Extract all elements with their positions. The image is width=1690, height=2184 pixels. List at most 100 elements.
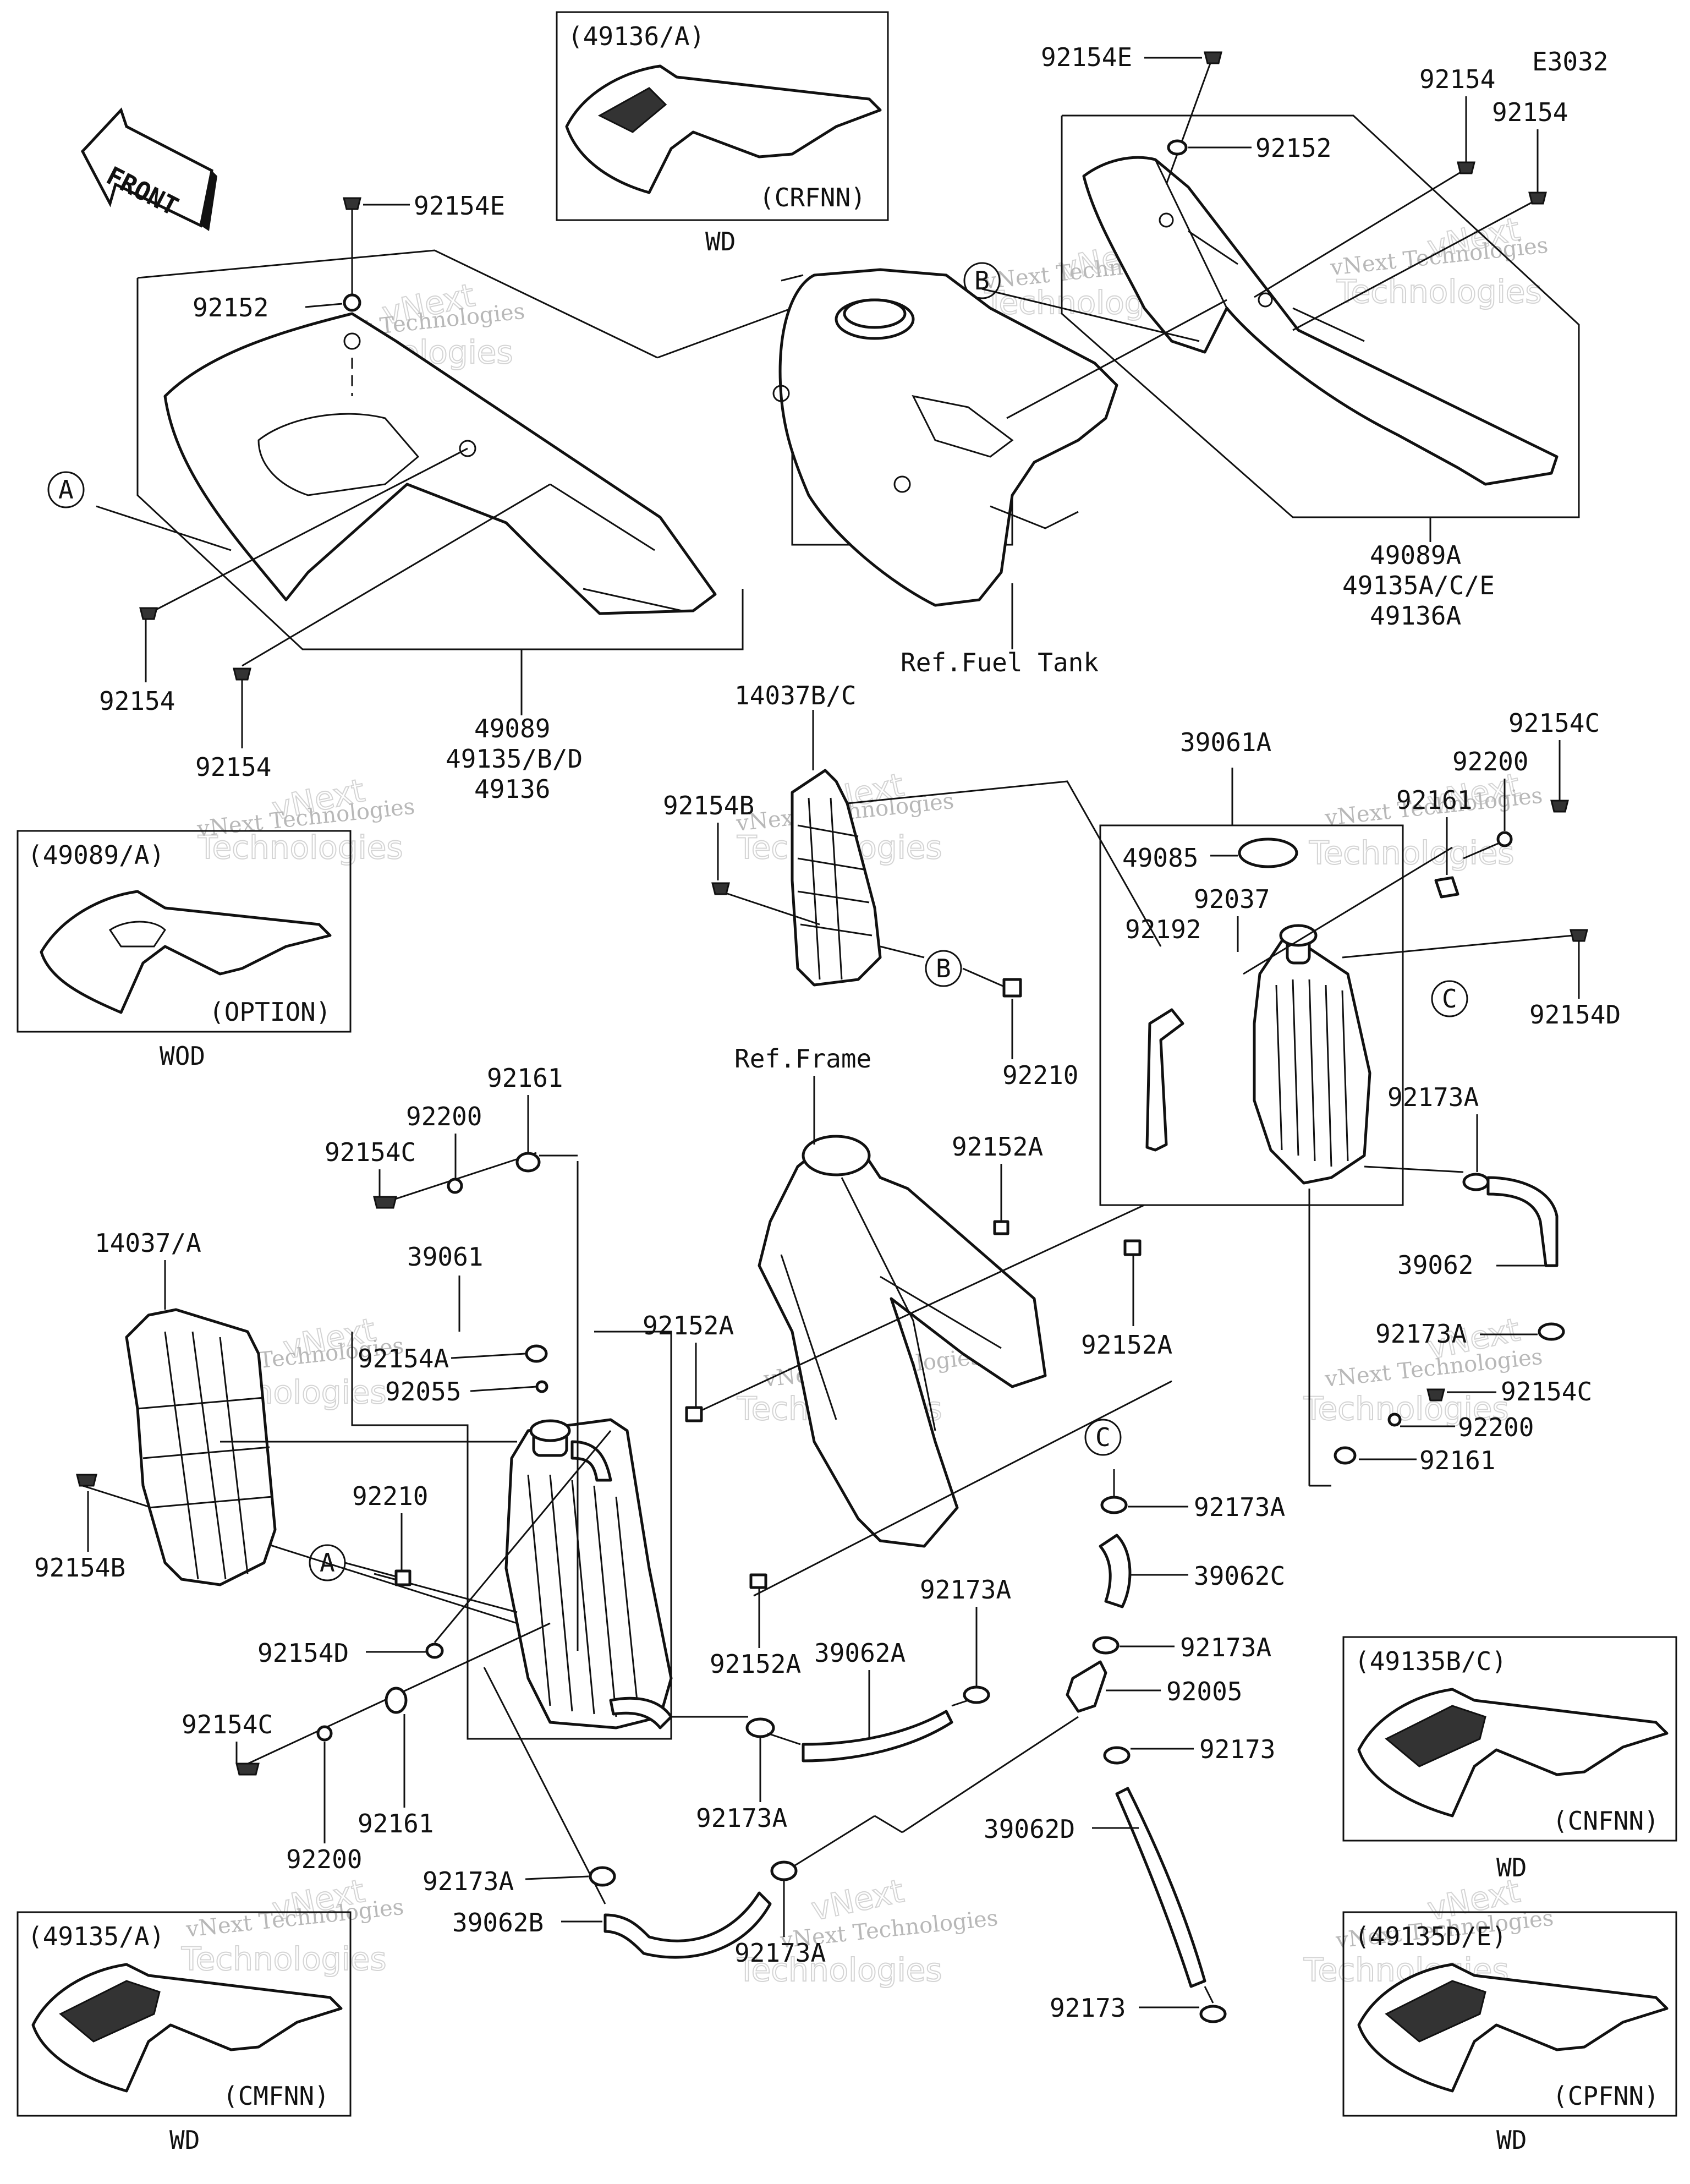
bolt-icon [235, 1762, 260, 1776]
rubber-seal-icon [525, 1344, 548, 1363]
part-label-92152a: 92152A [710, 1649, 801, 1679]
variant-name: (CNFNN) [1552, 1806, 1659, 1836]
hose-clamp-icon [1462, 1173, 1490, 1191]
callout-c [1431, 980, 1468, 1017]
part-label-39062a: 39062A [814, 1638, 906, 1668]
grommet-icon [1002, 978, 1022, 998]
variant-caption: WD [705, 227, 736, 256]
part-label-92200: 92200 [286, 1844, 362, 1874]
watermark-big: Technologies [1309, 834, 1515, 872]
part-label-92154E: 92154E [1041, 42, 1132, 72]
variant-code: (49135B/C) [1354, 1646, 1507, 1676]
variant-box-49089-a: (49089/A) (OPTION) WOD [17, 830, 352, 1071]
variant-box-49136-a: (49136/A) (CRFNN) WD [556, 11, 889, 256]
variant-code: (49135D/E) [1354, 1922, 1507, 1951]
part-label-92173a: 92173A [1180, 1633, 1271, 1662]
joint-pipe-icon [1066, 1660, 1107, 1713]
part-label-92152: 92152 [193, 293, 268, 322]
bolt-icon [1457, 161, 1475, 174]
part-label-92037: 92037 [1194, 884, 1270, 914]
grommet-icon [425, 1643, 444, 1659]
hose-clamp-icon [745, 1717, 775, 1738]
grommet-icon [993, 1220, 1009, 1235]
decal-graphic-icon [1385, 1980, 1486, 2043]
part-label-92154c: 92154C [1508, 708, 1600, 738]
diagram-code: E3032 [1532, 47, 1608, 76]
hose-clamp-icon [963, 1685, 990, 1704]
watermark-big: Technologies [197, 829, 403, 866]
part-label-49136: 49136 [474, 774, 550, 804]
hose-clamp-icon [1092, 1636, 1120, 1655]
bolt-icon [1570, 929, 1588, 942]
variant-box-49135b-c: (49135B/C) (CNFNN) WD [1342, 1636, 1677, 1882]
left-radiator-shroud [96, 197, 793, 681]
front-arrow-icon: FRONT [80, 107, 217, 231]
part-label-92161: 92161 [1396, 785, 1472, 815]
part-label-92152a: 92152A [643, 1311, 734, 1340]
part-label-92173a: 92173A [1375, 1319, 1467, 1349]
part-label-49136a: 49136A [1370, 601, 1461, 631]
part-label-92154b: 92154B [663, 791, 754, 820]
watermark-big: Technologies [737, 1951, 942, 1989]
part-label-92173a: 92173A [696, 1803, 787, 1833]
o-ring-icon [535, 1380, 548, 1393]
washer-icon [343, 293, 361, 312]
washer-icon [1496, 831, 1513, 847]
bolt-icon [1204, 51, 1222, 64]
radiator-cap-icon [1238, 838, 1298, 868]
variant-caption: WOD [160, 1041, 205, 1071]
radiator-cap-icon [1279, 924, 1318, 947]
overflow-hose-icon [1145, 1008, 1184, 1152]
hose-clamp-icon [1103, 1746, 1131, 1765]
ref-fuel-tank-label: Ref.Fuel Tank [901, 648, 1099, 677]
radiator-hose-icon [1486, 1176, 1559, 1267]
decal-graphic-icon [597, 87, 667, 133]
bolt-icon [1528, 191, 1547, 205]
part-label-92173a: 92173A [920, 1575, 1011, 1605]
part-label-92154d: 92154D [257, 1638, 349, 1668]
part-label-92161: 92161 [1419, 1446, 1495, 1475]
fuel-tank-reference [772, 268, 1118, 607]
variant-name: (OPTION) [209, 997, 331, 1027]
grommet-icon [1334, 1446, 1357, 1465]
frame-reference [693, 1095, 1172, 1597]
part-label-39061a: 39061A [1180, 727, 1271, 757]
callout-b [963, 262, 1001, 299]
part-label-92173: 92173 [1050, 1993, 1126, 2023]
radiator-hose-icon [1115, 1787, 1206, 1988]
hose-clamp-icon [1538, 1322, 1565, 1341]
variant-name: (CMFNN) [223, 2081, 330, 2111]
right-radiator-guard [711, 769, 1162, 998]
part-label-92200: 92200 [1458, 1413, 1534, 1442]
callout-a [47, 471, 85, 508]
grommet-icon [1123, 1239, 1142, 1256]
bolt-icon [233, 667, 251, 681]
callout-c-label: C [1442, 984, 1457, 1014]
washer-icon [316, 1725, 333, 1742]
decal-graphic-icon [1385, 1705, 1486, 1767]
part-label-92055: 92055 [385, 1377, 461, 1406]
grommet-icon [749, 1573, 767, 1589]
part-label-92200: 92200 [1452, 747, 1528, 776]
right-radiator [1099, 800, 1588, 1487]
hose-clamp-icon [770, 1860, 798, 1881]
radiator-hose-icon [603, 1891, 772, 1959]
part-label-49085: 49085 [1122, 843, 1198, 873]
part-label-92005: 92005 [1166, 1677, 1242, 1706]
ref-frame-label: Ref.Frame [734, 1044, 871, 1074]
watermark-big: Technologies [1303, 1390, 1509, 1427]
watermark-big: Technologies [181, 1940, 387, 1978]
bolt-icon [76, 1474, 97, 1487]
part-label-92152a: 92152A [952, 1132, 1043, 1162]
hose-clamp-icon [1199, 2005, 1227, 2023]
bolt-icon [139, 607, 158, 620]
bolt-icon [1426, 1388, 1445, 1402]
part-label-92173a: 92173A [734, 1938, 826, 1968]
part-label-92154c: 92154C [1501, 1377, 1592, 1406]
variant-box-49135-a: (49135/A) (CMFNN) WD [17, 1911, 352, 2155]
radiator-cap-icon [529, 1419, 571, 1442]
callout-b-label: B [936, 954, 951, 983]
part-label-49089a: 49089A [1370, 540, 1461, 570]
left-radiator-guard [76, 1308, 517, 1586]
